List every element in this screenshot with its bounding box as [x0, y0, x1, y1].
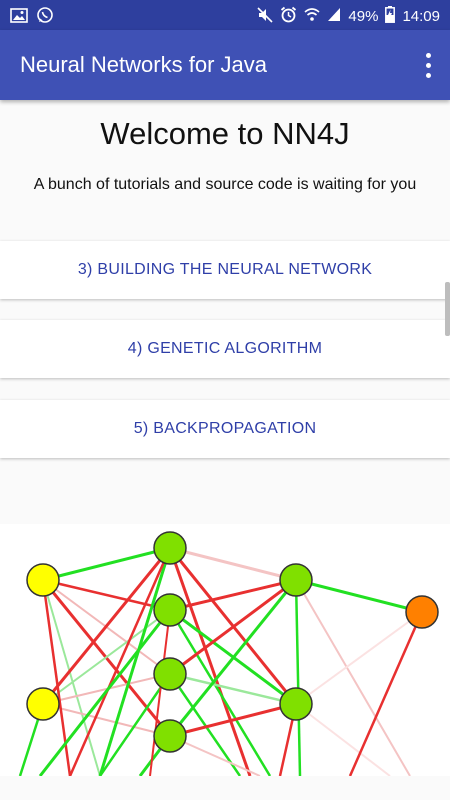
- hidden-neuron: [153, 531, 187, 565]
- alarm-icon: [280, 6, 297, 27]
- app-bar: Neural Networks for Java: [0, 30, 450, 100]
- hidden-neuron: [279, 563, 313, 597]
- mute-icon: [257, 6, 273, 27]
- hidden-neuron: [153, 657, 187, 691]
- building-network-button[interactable]: 3) BUILDING THE NEURAL NETWORK: [0, 241, 450, 299]
- hidden-neuron: [153, 719, 187, 753]
- signal-icon: [327, 7, 341, 26]
- whatsapp-icon: [36, 6, 54, 28]
- hidden-neuron: [279, 687, 313, 721]
- output-neurons: [405, 595, 439, 629]
- welcome-subtitle: A bunch of tutorials and source code is …: [33, 176, 417, 193]
- app-title: Neural Networks for Java: [20, 52, 267, 77]
- image-icon: [10, 7, 28, 27]
- wifi-icon: [304, 7, 320, 26]
- input-neurons: [26, 563, 60, 721]
- clock-time: 14:09: [402, 8, 440, 25]
- welcome-title: Welcome to NN4J: [100, 116, 350, 151]
- genetic-algorithm-button[interactable]: 4) GENETIC ALGORITHM: [0, 320, 450, 378]
- bottom-strip: [0, 776, 450, 800]
- input-neuron: [26, 687, 60, 721]
- hidden-neurons: [153, 531, 313, 753]
- input-neuron: [26, 563, 60, 597]
- more-vert-icon[interactable]: [420, 50, 436, 80]
- hidden-neuron: [153, 593, 187, 627]
- network-connections: [18, 546, 424, 777]
- battery-percent: 49%: [348, 8, 379, 25]
- backpropagation-button[interactable]: 5) BACKPROPAGATION: [0, 400, 450, 458]
- status-bar: 49% 14:09: [0, 0, 450, 30]
- battery-charging-icon: [385, 6, 396, 27]
- neural-network-illustration: [0, 524, 450, 777]
- scrollbar-thumb[interactable]: [445, 282, 450, 336]
- neural-network-graphic: [18, 531, 439, 777]
- output-neuron: [405, 595, 439, 629]
